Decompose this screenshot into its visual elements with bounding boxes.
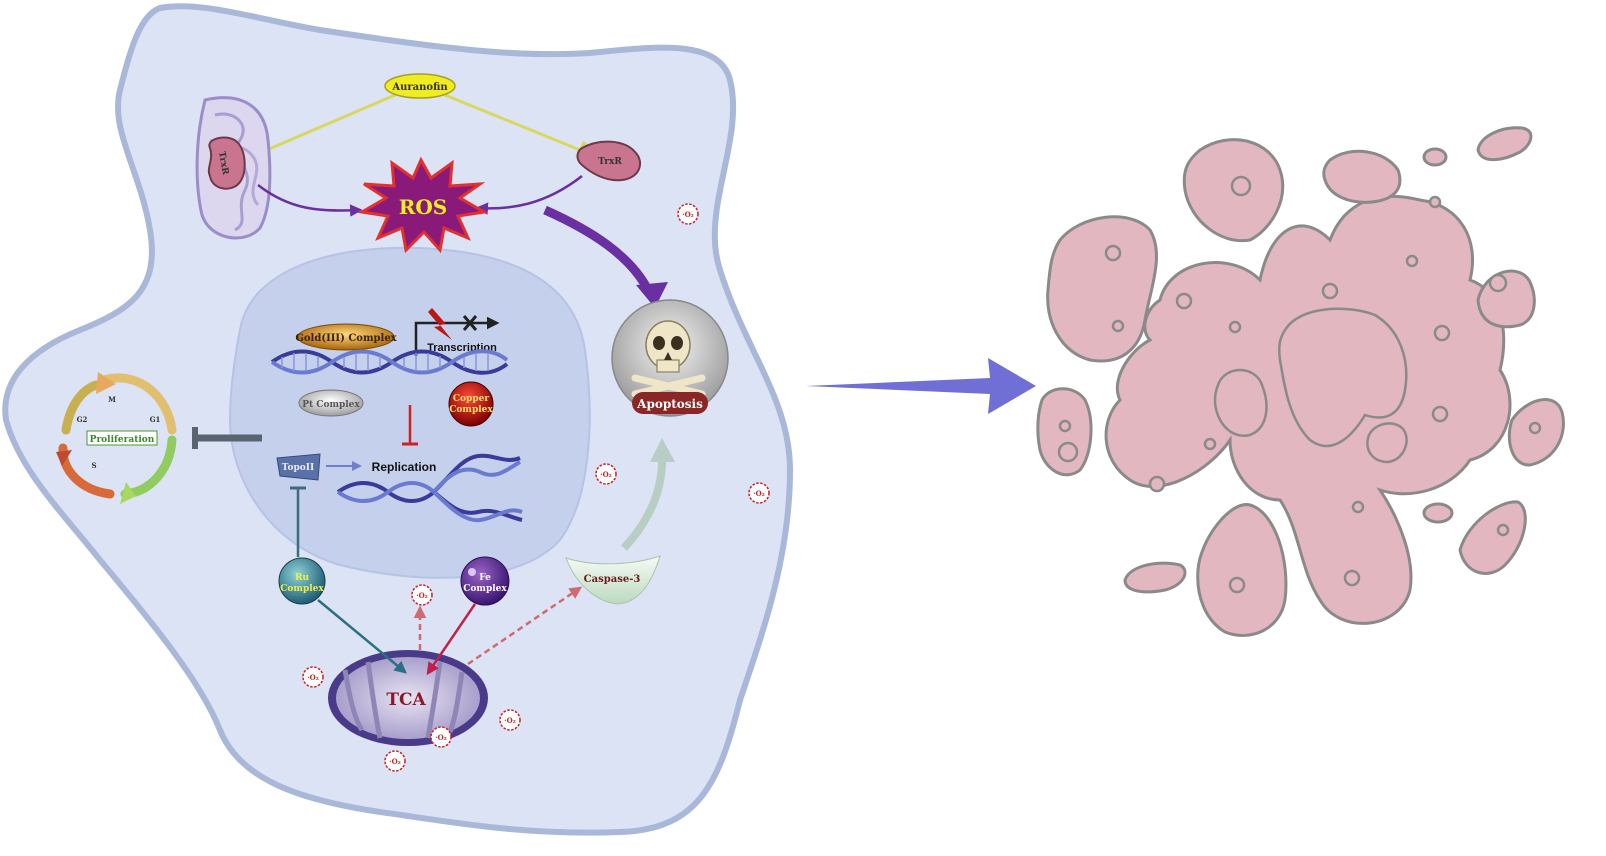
auranofin-node (384, 73, 456, 99)
pt-complex-node (298, 389, 364, 417)
cycle-arrowhead-m (96, 372, 116, 394)
gold-complex-label: Gold(III) Complex (295, 333, 397, 344)
ros-to-apoptosis-arrow (543, 205, 653, 293)
ru-complex-label-line1: Ru (295, 573, 309, 583)
copper-complex-label-line2: Complex (449, 405, 493, 415)
superoxide-label-2: ·O₂ (600, 470, 612, 479)
apoptosis-label: Apoptosis (636, 397, 703, 411)
transition-arrow (806, 358, 1036, 414)
trxr-left-label: TrxR (216, 151, 230, 177)
lightning-icon (428, 308, 452, 340)
phase-g2-label: G2 (77, 415, 88, 424)
copper-complex-node (448, 381, 494, 427)
auranofin-inhibit-left-line (254, 93, 396, 157)
phase-g1-label: G1 (150, 415, 161, 424)
transcription-promoter (414, 308, 500, 356)
fe-to-tca-arrow (426, 603, 477, 676)
gold-complex-node (297, 323, 395, 351)
trxr-right-to-ros-arrow (475, 175, 583, 215)
superoxide-label-6: ·O₂ (504, 716, 516, 725)
trxr-right-node (576, 140, 642, 182)
fragment-right-top (1322, 149, 1402, 204)
auranofin-inhibit-right-line (444, 93, 581, 152)
fragment-tiny-top (1422, 147, 1448, 167)
ros-to-apoptosis-arrowhead (636, 282, 668, 308)
skull-icon (631, 320, 706, 398)
fe-complex-label-line2: Complex (463, 584, 507, 594)
trxr-right-label: TrxR (598, 157, 622, 167)
phase-m-label: M (108, 395, 116, 404)
trxr-left-to-ros-arrow (257, 184, 363, 217)
copper-complex-label-line1: Copper (453, 394, 489, 404)
superoxide-label-3: ·O₂ (753, 489, 765, 498)
dna-helix-upper (270, 349, 509, 375)
tca-label: TCA (386, 690, 426, 710)
topo-node (276, 453, 321, 481)
superoxide-radicals: ·O₂ ·O₂ ·O₂ ·O₂ ·O₂ ·O₂ ·O₂ ·O₂ (302, 203, 770, 772)
pt-complex-label: Pt Complex (302, 400, 360, 410)
fe-complex-highlight (468, 568, 476, 576)
fragment-bottom-mid (1196, 503, 1288, 637)
fragment-bottom-right (1458, 500, 1527, 575)
tca-to-caspase-arrow (467, 586, 583, 666)
apoptosis-tag (632, 392, 708, 414)
trxr-left-node (207, 136, 246, 190)
ru-complex-label-line2: Complex (280, 584, 324, 594)
fe-complex-label-line1: Fe (479, 573, 491, 583)
superoxide-label-8: ·O₂ (389, 757, 401, 766)
cycle-arrowhead-g2 (56, 450, 72, 466)
fragment-left-large (1046, 215, 1158, 363)
cycle-arrowhead-s (120, 482, 136, 504)
superoxide-label-7: ·O₂ (435, 733, 447, 742)
fragment-tiny-right (1422, 502, 1454, 524)
dna-helix-replication (336, 453, 523, 523)
auranofin-label: Auranofin (391, 82, 448, 93)
ros-burst (357, 156, 489, 254)
fragment-inner-vesicles (1057, 175, 1542, 594)
ru-to-tca-arrow (317, 599, 407, 674)
caspase-to-apoptosis-arrowhead (650, 438, 675, 462)
fragment-bottom-left (1123, 561, 1187, 594)
proliferation-label: Proliferation (90, 435, 155, 445)
ros-label: ROS (399, 195, 448, 219)
superoxide-label-4: ·O₂ (416, 591, 428, 600)
caspase-node (565, 555, 661, 605)
phase-s-label: S (91, 461, 96, 470)
caspase-to-apoptosis-arrow (621, 459, 666, 551)
caspase-label: Caspase-3 (584, 574, 641, 585)
ru-complex-node (278, 557, 326, 605)
topo-label: TopoII (282, 463, 314, 473)
superoxide-label-5: ·O₂ (307, 673, 319, 682)
superoxide-label-1: ·O₂ (682, 210, 694, 219)
block-x-icon (462, 315, 478, 331)
proliferation-box (86, 430, 158, 446)
mitochondrion-tca (328, 650, 488, 746)
fragment-top-far-right (1476, 126, 1533, 162)
replication-label: Replication (372, 460, 437, 474)
